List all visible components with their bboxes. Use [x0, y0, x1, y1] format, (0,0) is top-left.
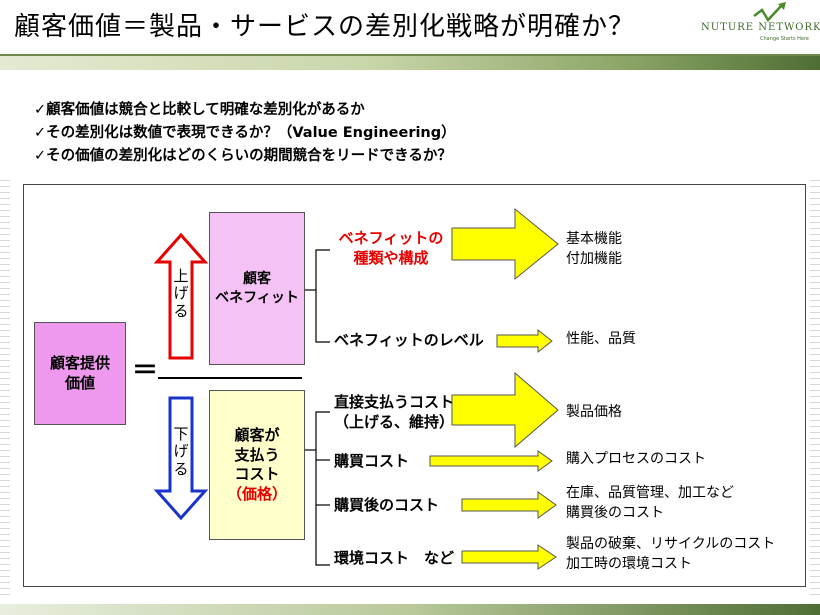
- diagram-frame: [23, 184, 806, 587]
- title-divider: [0, 54, 820, 56]
- environment-cost-result: 製品の破棄、リサイクルのコスト 加工時の環境コスト: [566, 536, 776, 573]
- purchase-cost-label: 購買コスト: [334, 452, 410, 470]
- post-purchase-cost-result: 在庫、品質管理、加工など 購買後のコスト: [566, 485, 734, 522]
- direct-cost-arrow: [451, 371, 559, 449]
- raise-arrow: [153, 232, 209, 360]
- environment-cost-label: 環境コスト など: [334, 549, 455, 567]
- cost-box-price: （価格）: [226, 484, 287, 503]
- post-purchase-cost-label: 購買後のコスト: [334, 496, 440, 514]
- benefit-bracket: [315, 249, 330, 343]
- cost-box-line-1: 顧客が: [234, 426, 280, 444]
- footer-band: [0, 604, 820, 615]
- left-margin-ruler: [0, 180, 10, 600]
- environment-cost-arrow: [461, 544, 557, 570]
- customer-value-box: 顧客提供価値: [34, 322, 126, 425]
- benefit-box-line-2: ベネフィット: [215, 289, 299, 306]
- direct-cost-label: 直接支払うコスト （上げる、維持）: [334, 393, 455, 431]
- customer-cost-box: 顧客が 支払う コスト （価格）: [209, 390, 305, 540]
- customer-value-line-2: 価値: [64, 373, 95, 392]
- direct-cost-result: 製品価格: [566, 404, 622, 420]
- cost-box-line-2: 支払う: [234, 445, 280, 464]
- benefit-level-arrow: [496, 328, 553, 354]
- bullet-3: ✓その価値の差別化はどのくらいの期間競合をリードできるか？: [34, 148, 452, 164]
- benefit-box-line-1: 顧客: [242, 271, 271, 288]
- post-purchase-cost-arrow: [461, 491, 557, 519]
- benefit-types-arrow: [451, 207, 559, 281]
- logo-tagline: Change Starts Here: [760, 36, 809, 42]
- cost-bracket: [315, 411, 330, 566]
- lower-arrow: [153, 396, 209, 521]
- right-margin-ruler: [810, 180, 820, 600]
- cost-box-line-3: コスト: [234, 465, 280, 483]
- page-title: 顧客価値＝製品・サービスの差別化戦略が明確か？: [14, 12, 636, 42]
- raise-label: 上 げ る: [173, 267, 189, 320]
- bullet-1: ✓顧客価値は競合と比較して明確な差別化があるか: [34, 102, 365, 118]
- equals-sign: ＝: [132, 356, 159, 386]
- customer-benefit-box: 顧客ベネフィット: [209, 212, 305, 365]
- logo-wordmark: NUTURE NETWORKS: [701, 22, 820, 33]
- purchase-cost-result: 購入プロセスのコスト: [566, 451, 706, 467]
- benefit-types-result: 基本機能 付加機能: [566, 231, 622, 268]
- customer-value-line-1: 顧客提供: [49, 354, 110, 372]
- bullet-2: ✓その差別化は数値で表現できるか？（Value Engineering）: [34, 125, 456, 141]
- lower-label: 下 げ る: [173, 425, 189, 478]
- benefit-types-label: ベネフィットの 種類や構成: [338, 229, 444, 267]
- title-divider-band: [0, 56, 820, 70]
- logo-chart-icon: [753, 2, 786, 23]
- benefit-level-result: 性能、品質: [566, 331, 636, 347]
- benefit-level-label: ベネフィットのレベル: [334, 331, 484, 349]
- purchase-cost-arrow: [429, 450, 553, 472]
